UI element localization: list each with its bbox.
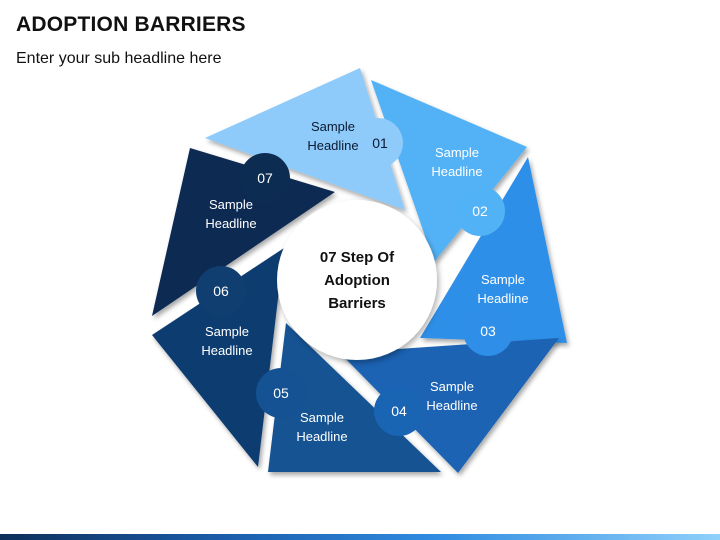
step-01-line1: Sample xyxy=(311,119,355,134)
step-02-line2: Headline xyxy=(431,164,482,179)
number-tabs-group xyxy=(196,118,513,436)
step-06-number: 06 xyxy=(213,283,229,299)
step-04-line2: Headline xyxy=(426,398,477,413)
step-02-line1: Sample xyxy=(435,145,479,160)
step-03-number: 03 xyxy=(480,323,496,339)
number-tab-04 xyxy=(374,386,424,436)
segment-02[interactable] xyxy=(371,80,527,262)
segment-06[interactable] xyxy=(152,248,284,467)
number-tab-05 xyxy=(256,368,306,418)
segment-04[interactable] xyxy=(340,338,559,473)
center-line3: Barriers xyxy=(328,295,386,312)
step-01-line2: Headline xyxy=(307,138,358,153)
number-tab-03 xyxy=(463,306,513,356)
step-05-number: 05 xyxy=(273,385,289,401)
step-06-line2: Headline xyxy=(201,343,252,358)
step-05-line1: Sample xyxy=(300,410,344,425)
step-07-number: 07 xyxy=(257,170,273,186)
footer-accent-bar xyxy=(0,534,720,540)
segment-07[interactable] xyxy=(152,148,335,316)
step-01-number: 01 xyxy=(372,135,388,151)
center-circle xyxy=(277,200,437,360)
number-tab-02 xyxy=(455,186,505,236)
step-04-number: 04 xyxy=(391,403,407,419)
labels-group: Sample Headline 01 Sample Headline 02 Sa… xyxy=(201,119,528,444)
segment-01[interactable] xyxy=(205,68,405,210)
center-line2: Adoption xyxy=(324,272,390,289)
number-tab-06 xyxy=(196,266,246,316)
number-tab-01 xyxy=(353,118,403,168)
center-line1: 07 Step Of xyxy=(320,249,395,266)
step-02-number: 02 xyxy=(472,203,488,219)
page-subtitle: Enter your sub headline here xyxy=(16,50,222,67)
step-03-line1: Sample xyxy=(481,272,525,287)
step-06-line1: Sample xyxy=(205,324,249,339)
page-title: ADOPTION BARRIERS xyxy=(16,13,246,36)
step-04-line1: Sample xyxy=(430,379,474,394)
step-05-line2: Headline xyxy=(296,429,347,444)
number-tab-07 xyxy=(240,153,290,203)
step-07-line2: Headline xyxy=(205,216,256,231)
step-07-line1: Sample xyxy=(209,197,253,212)
step-03-line2: Headline xyxy=(477,291,528,306)
segment-03[interactable] xyxy=(420,157,567,343)
